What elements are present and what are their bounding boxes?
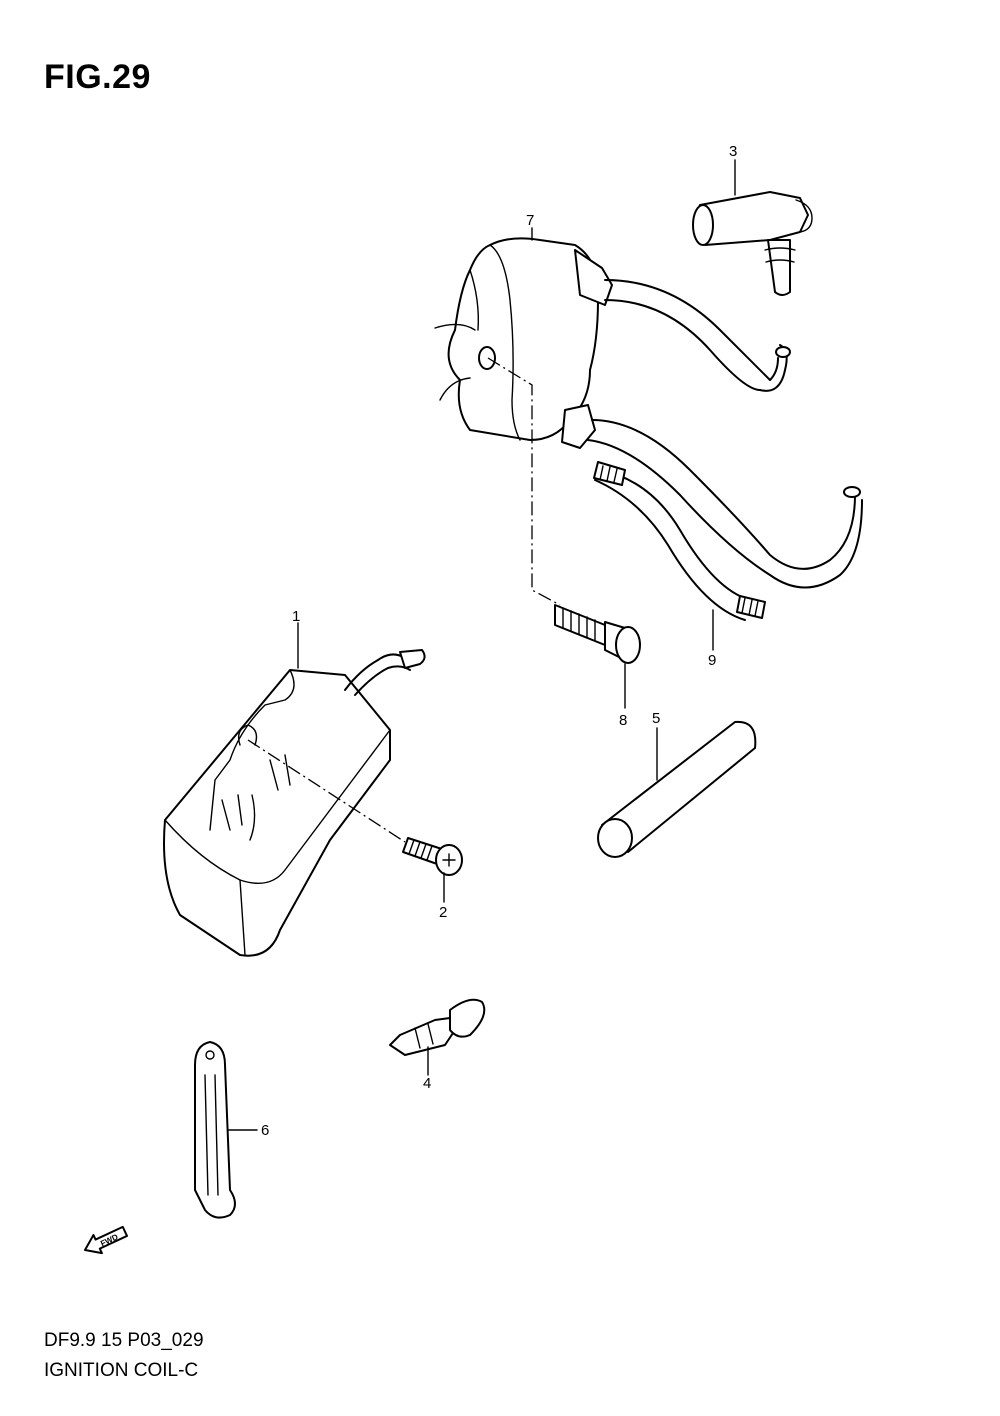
centerline-cdi-screw xyxy=(247,739,406,843)
part-6-band-clip xyxy=(194,1041,236,1219)
part-2-screw xyxy=(402,837,463,876)
part-9-ht-cord xyxy=(593,461,766,621)
callout-3: 3 xyxy=(729,143,737,160)
callout-5: 5 xyxy=(652,710,660,727)
figure-title: FIG.29 xyxy=(44,58,151,96)
part-1-cdi-unit xyxy=(163,649,426,957)
part-7-ignition-coil xyxy=(434,237,863,589)
callout-8: 8 xyxy=(619,712,627,729)
centerline-coil-bolt xyxy=(487,357,561,606)
callout-7: 7 xyxy=(526,212,534,229)
part-3-plug-cap xyxy=(692,191,813,296)
part-4-pin xyxy=(389,998,486,1056)
callout-9: 9 xyxy=(708,652,716,669)
callout-2: 2 xyxy=(439,904,447,921)
callout-4: 4 xyxy=(423,1075,431,1092)
callout-6: 6 xyxy=(261,1122,269,1139)
fwd-direction-arrow: FWD xyxy=(84,1225,128,1255)
part-5-sleeve xyxy=(597,720,757,858)
model-code: DF9.9 15 P03_029 xyxy=(44,1330,204,1351)
fwd-arrow-label: FWD xyxy=(99,1232,120,1248)
part-8-bolt xyxy=(554,604,641,664)
leader-lines xyxy=(227,159,736,1131)
callout-1: 1 xyxy=(292,608,300,625)
section-name: IGNITION COIL-C xyxy=(44,1360,199,1381)
